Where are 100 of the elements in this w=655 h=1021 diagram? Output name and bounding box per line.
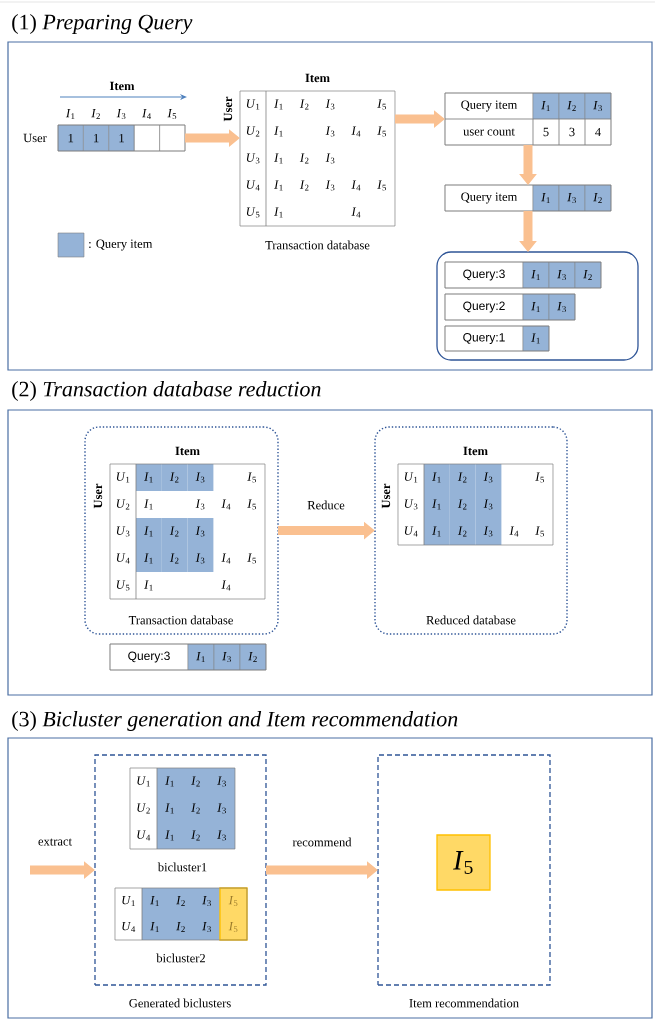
table-cell: I$_{4}$ xyxy=(351,180,361,191)
edge-label: recommend xyxy=(291,836,353,848)
table-cell: 1 xyxy=(108,124,135,152)
row-header: User xyxy=(381,483,391,509)
table-cell: I$_{3}$ xyxy=(209,795,235,822)
table-cell: 4 xyxy=(584,118,612,146)
edge-label: Reduce xyxy=(306,499,346,511)
table-cell: I$_{2}$ xyxy=(161,518,188,545)
column-header: Item xyxy=(109,81,135,91)
table-cell: I$_{1}$ xyxy=(424,491,450,518)
box-caption: Transaction database xyxy=(128,615,233,625)
table-cell: I$_{3}$ xyxy=(209,822,235,849)
box-caption: Generated biclusters xyxy=(129,998,231,1008)
table-cell: I$_{3}$ xyxy=(325,99,335,110)
table-cell: U$_{2}$ xyxy=(137,803,150,814)
column-header: Item xyxy=(463,446,488,456)
table-cell: U$_{1}$ xyxy=(137,776,150,787)
table-cell: I$_{2}$ xyxy=(299,99,309,110)
table-cell: I$_{5}$ xyxy=(377,99,386,110)
edge-label: extract xyxy=(37,837,73,847)
table-cell: I$_{1}$ xyxy=(274,153,283,164)
table-cell: I$_{1}$ xyxy=(144,580,153,591)
table-cell: U$_{2}$ xyxy=(116,499,130,510)
table-cell: I$_{3}$ xyxy=(475,491,502,518)
table-cell: I$_{1}$ xyxy=(136,518,162,545)
table-cell: I$_{4}$ xyxy=(351,207,361,218)
column-header: I$_{3}$ xyxy=(116,108,126,120)
table-cell: I$_{3}$ xyxy=(187,545,214,572)
table-cell: U$_{1}$ xyxy=(404,472,418,483)
table-cell: U$_{4}$ xyxy=(404,526,418,537)
table-cell: U$_{3}$ xyxy=(246,153,260,164)
node-label: Query:3 xyxy=(463,269,505,281)
row-header: User xyxy=(93,483,103,509)
table-cell: I$_{3}$ xyxy=(548,293,576,321)
table-caption: bicluster2 xyxy=(156,953,205,963)
column-header: Item xyxy=(305,73,330,83)
node-label: Query:2 xyxy=(463,301,505,313)
table-cell: I$_{5}$ xyxy=(377,180,386,191)
table-cell: I$_{1}$ xyxy=(144,499,153,510)
table-cell: I$_{1}$ xyxy=(157,795,183,822)
table-cell: I$_{3}$ xyxy=(195,499,205,510)
table-cell: I$_{2}$ xyxy=(183,822,209,849)
table-cell: I$_{4}$ xyxy=(221,553,231,564)
table-cell: I$_{3}$ xyxy=(325,126,335,137)
node-label: Query:3 xyxy=(128,651,170,663)
table-cell: I$_{1}$ xyxy=(274,126,283,137)
table-cell: U$_{1}$ xyxy=(246,99,260,110)
recommended-item-box: I$_{5}$ xyxy=(436,834,491,891)
table-cell: I$_{2}$ xyxy=(574,261,602,289)
table-cell: I$_{3}$ xyxy=(187,518,214,545)
table-cell: I$_{1}$ xyxy=(274,180,283,191)
section-title: (1) Preparing Query xyxy=(12,14,193,34)
row-header: User xyxy=(23,133,47,143)
column-header: I$_{2}$ xyxy=(91,109,100,119)
table-cell: 5 xyxy=(532,118,560,146)
table-cell: I$_{2}$ xyxy=(239,643,267,671)
table-cell: I$_{1}$ xyxy=(274,207,283,218)
table-cell: I$_{1}$ xyxy=(136,545,162,572)
table-cell: I$_{1}$ xyxy=(522,293,550,321)
table-cell: I$_{5}$ xyxy=(247,472,256,483)
table-cell: I$_{4}$ xyxy=(509,526,519,537)
table-cell: I$_{2}$ xyxy=(161,545,188,572)
node-label: Query:1 xyxy=(463,333,505,344)
table-cell: 3 xyxy=(558,118,586,146)
table-cell: I$_{3}$ xyxy=(209,768,235,795)
table-cell: U$_{1}$ xyxy=(122,896,135,906)
table-caption: Transaction database xyxy=(265,240,370,250)
group-box xyxy=(436,251,639,361)
table-cell: U$_{2}$ xyxy=(246,126,260,137)
table-cell: I$_{5}$ xyxy=(247,553,256,564)
table-cell: I$_{2}$ xyxy=(299,180,309,191)
table-cell: I$_{2}$ xyxy=(558,92,586,120)
table-cell: I$_{5}$ xyxy=(377,126,386,137)
table-cell: I$_{3}$ xyxy=(325,180,335,191)
table-cell: I$_{3}$ xyxy=(558,184,586,212)
table-caption: bicluster1 xyxy=(157,862,207,872)
table-cell: I$_{3}$ xyxy=(548,261,576,289)
box-caption: Item recommendation xyxy=(409,998,519,1008)
legend-label: : Query item xyxy=(89,239,153,251)
column-header: I$_{5}$ xyxy=(167,108,177,120)
table-cell: I$_{1}$ xyxy=(187,643,215,671)
table-cell: I$_{2}$ xyxy=(449,491,476,518)
table-cell: I$_{2}$ xyxy=(183,795,209,822)
table-cell: U$_{4}$ xyxy=(137,830,151,841)
table-cell: U$_{1}$ xyxy=(116,472,130,483)
table-cell: U$_{4}$ xyxy=(246,180,260,191)
table-cell: U$_{3}$ xyxy=(116,526,130,537)
column-header: I$_{4}$ xyxy=(142,109,151,119)
table-cell: I$_{4}$ xyxy=(221,580,231,591)
table-cell: U$_{4}$ xyxy=(116,553,130,564)
table-cell: U$_{5}$ xyxy=(116,580,130,591)
table-cell: U$_{3}$ xyxy=(404,499,418,510)
section-title: (3) Bicluster generation and Item recommendation xyxy=(12,711,458,731)
table-cell: I$_{1}$ xyxy=(532,92,560,120)
column-header: I$_{1}$ xyxy=(65,109,75,119)
table-cell: I$_{1}$ xyxy=(142,914,168,940)
table-cell: I$_{5}$ xyxy=(535,526,544,537)
table-cell: I$_{5}$ xyxy=(535,472,544,483)
section-title: (2) Transaction database reduction xyxy=(12,381,321,401)
table-cell: U$_{5}$ xyxy=(246,207,260,218)
